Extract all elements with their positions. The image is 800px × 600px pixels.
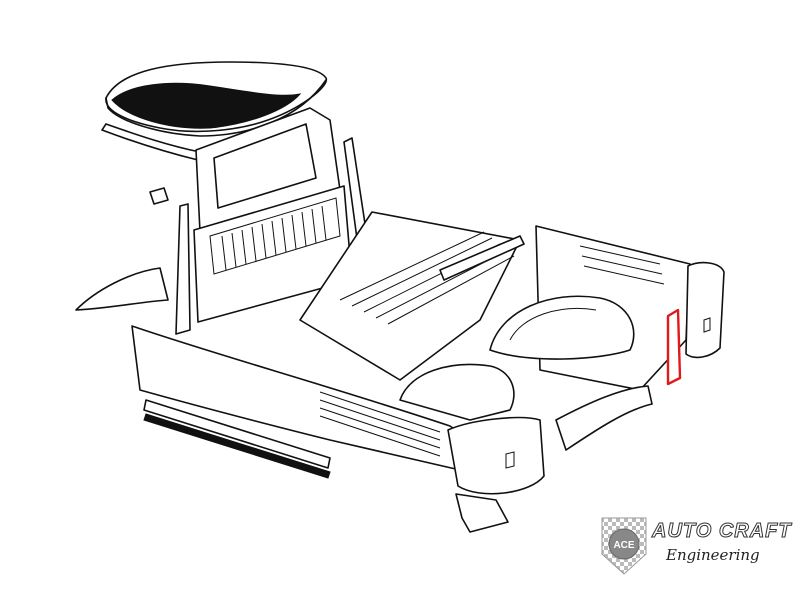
step-mount-bracket [455,493,509,533]
logo-badge-text: ACE [613,540,634,551]
right-wheel-well [489,295,635,360]
left-rear-fender [75,267,169,311]
front-bed-bulkhead [175,137,373,335]
logo-name: AUTO CRAFT [652,520,792,543]
auto-craft-logo: ACE AUTO CRAFT Engineering [596,514,796,584]
bed-floor-panel [299,211,525,381]
checkered-badge-icon: ACE [601,517,647,575]
left-bed-side-panel [131,325,471,471]
left-rear-corner-fender [447,416,545,495]
left-wheel-well [399,363,515,421]
corner-gusset [555,385,653,451]
right-rear-fender [685,261,725,359]
logo-tagline: Engineering [666,546,760,564]
rear-corner-panel-highlighted [666,308,682,386]
cab-back-panel [195,107,345,239]
mounting-bracket [149,187,169,205]
running-board-strips [143,399,331,479]
cab-roof-panel [105,61,328,137]
